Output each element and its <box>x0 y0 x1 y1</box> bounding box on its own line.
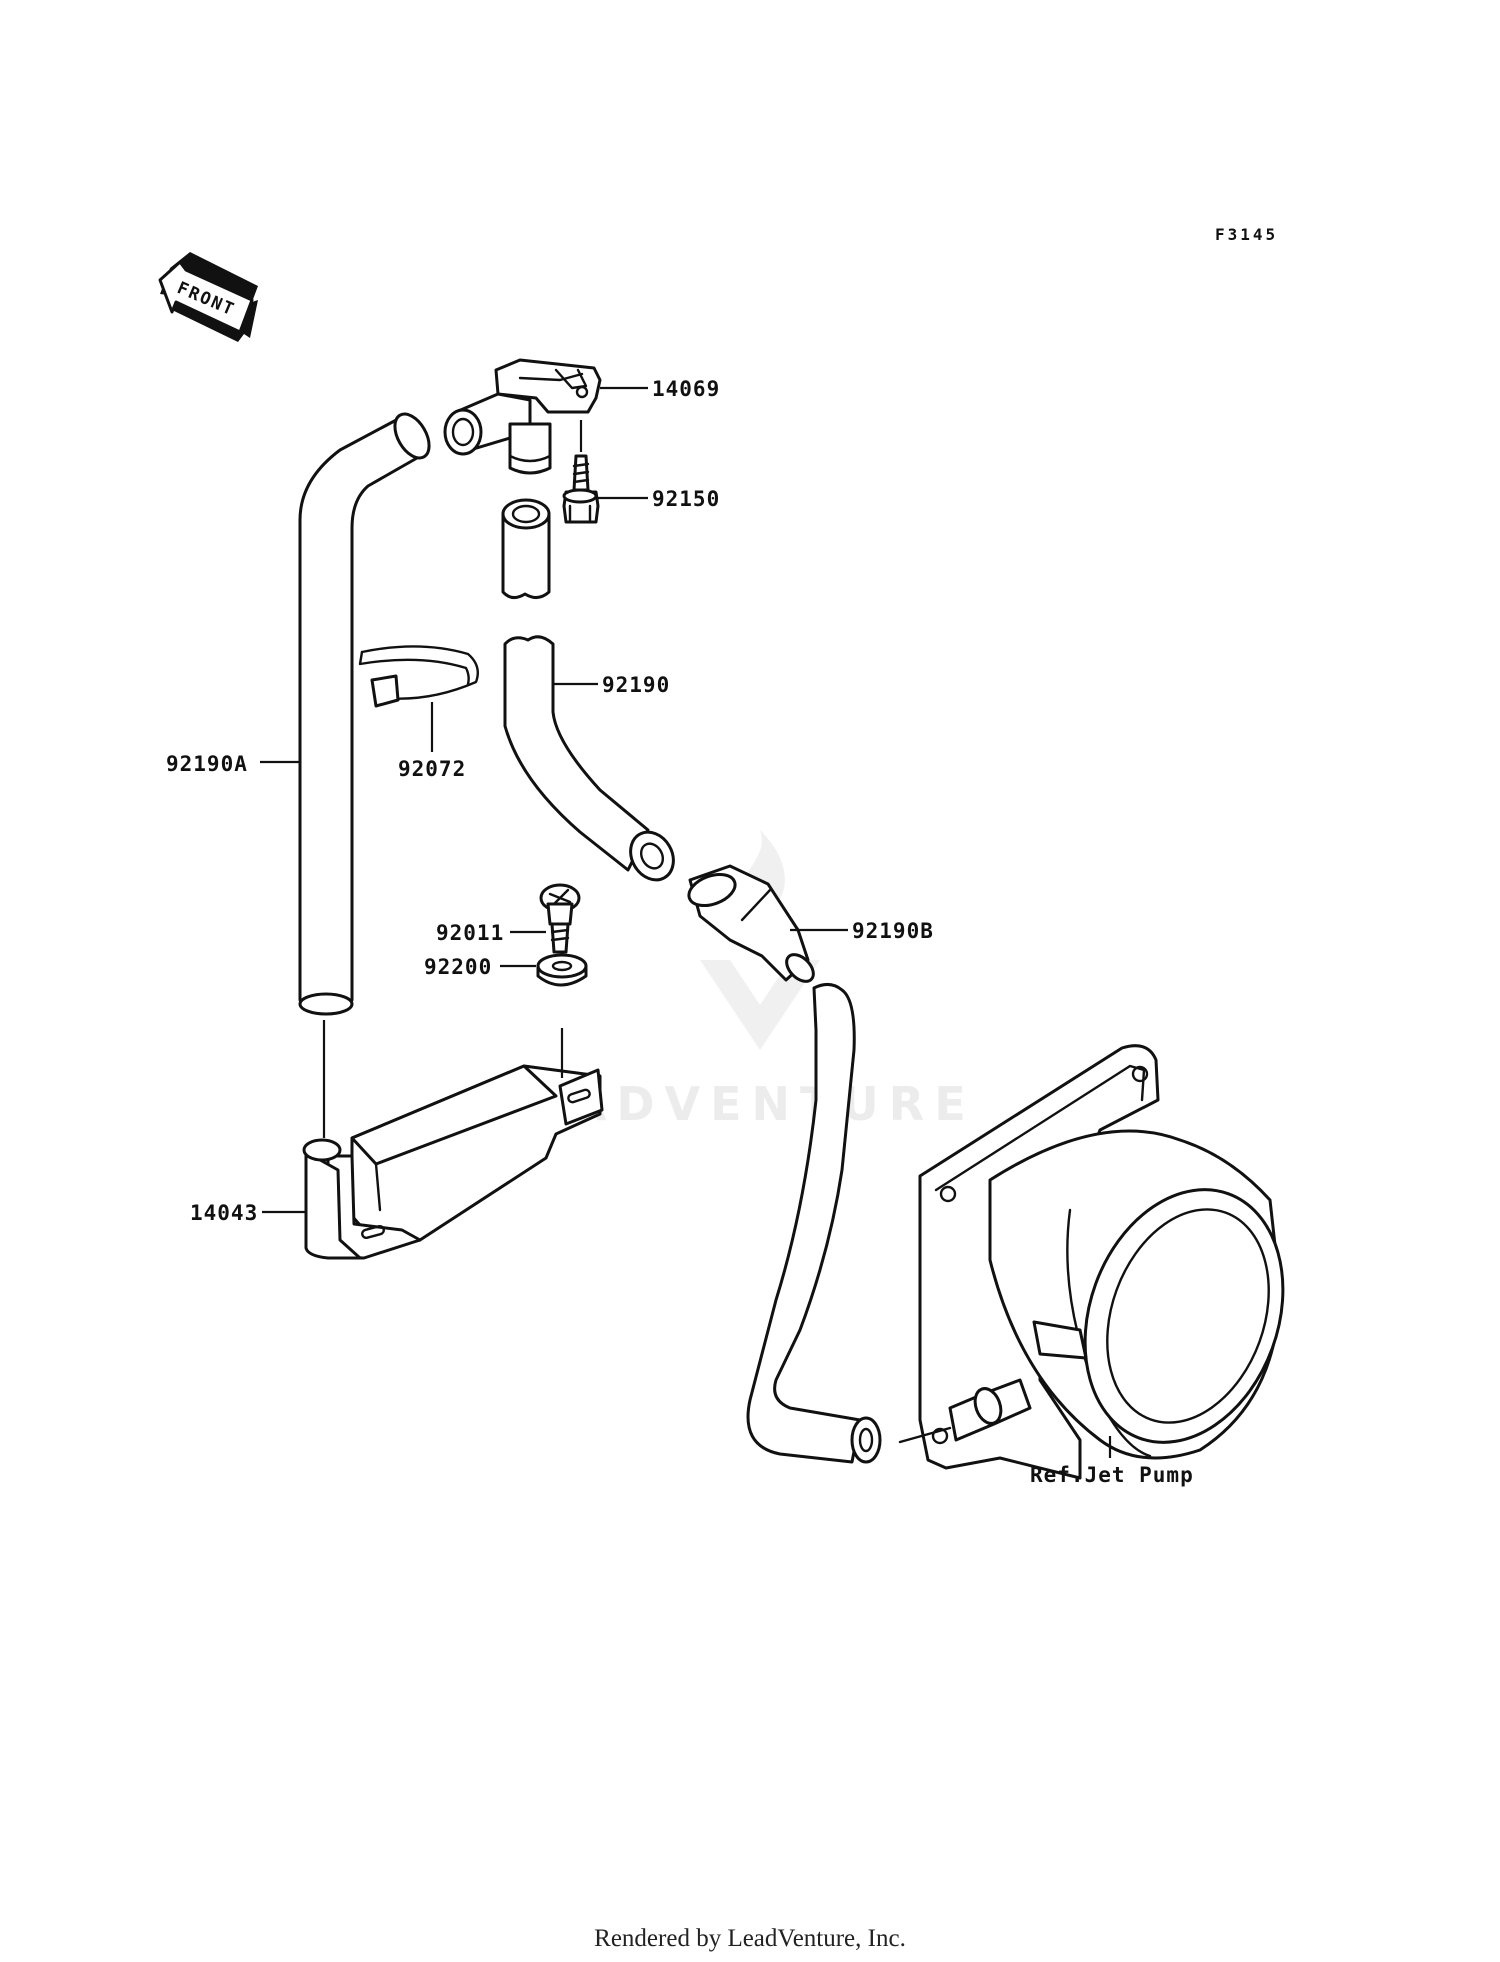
callout-14069: 14069 <box>652 377 720 401</box>
reducer-92190b <box>687 864 815 983</box>
callout-92200: 92200 <box>424 955 492 979</box>
washer-92200 <box>536 953 588 987</box>
callout-92190b: 92190B <box>852 919 934 943</box>
screw-92011 <box>539 883 581 954</box>
front-direction-arrow-icon: FRONT <box>158 252 258 342</box>
leader-lines <box>260 386 1112 1458</box>
bailer-14043 <box>302 1064 604 1260</box>
hose-92190a <box>298 412 431 1016</box>
jet-pump <box>898 1044 1285 1480</box>
callout-92190: 92190 <box>602 673 670 697</box>
screw-92150 <box>562 454 600 524</box>
callout-92150: 92150 <box>652 487 720 511</box>
callout-92011: 92011 <box>436 921 504 945</box>
callout-ref-jet-pump: Ref.Jet Pump <box>1030 1463 1194 1487</box>
figure-code: F3145 <box>1215 225 1278 244</box>
fitting-14069 <box>443 358 602 475</box>
callout-14043: 14043 <box>190 1201 258 1225</box>
clamp-92072 <box>358 645 479 708</box>
hose-to-jet-pump <box>746 983 882 1464</box>
hose-92190 <box>503 635 675 882</box>
short-hose <box>501 498 551 599</box>
footer-credit: Rendered by LeadVenture, Inc. <box>594 1925 906 1952</box>
callout-92072: 92072 <box>398 757 466 781</box>
callout-92190a: 92190A <box>166 752 248 776</box>
